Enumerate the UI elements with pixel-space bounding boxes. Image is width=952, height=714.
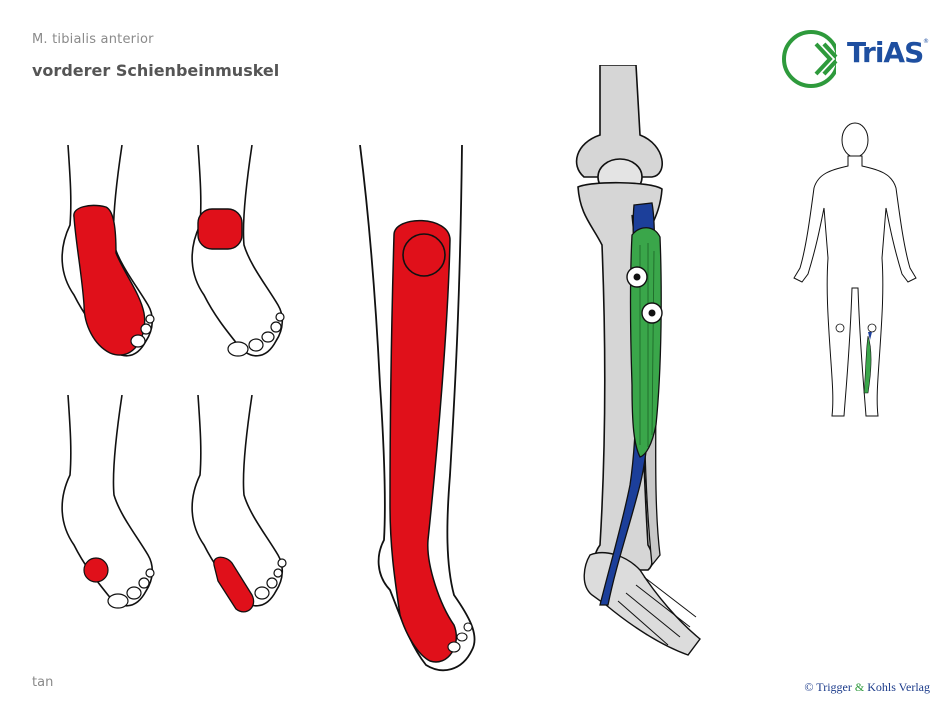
registered-mark: ® — [923, 38, 929, 45]
foot-view-ankle-pain — [191, 145, 285, 357]
logo-wordmark: TriAS — [847, 36, 924, 69]
copyright-ampersand: & — [854, 680, 865, 694]
trias-logo-icon — [782, 30, 850, 88]
leg-skeleton-muscle — [575, 65, 701, 656]
muscle-latin-name: M. tibialis anterior — [32, 32, 154, 47]
foot-view-dorsal-pain — [61, 145, 155, 357]
muscle-code: tan — [32, 675, 54, 690]
muscle-german-name: vorderer Schienbeinmuskel — [32, 61, 280, 80]
copyright-prefix: © Trigger — [804, 680, 855, 694]
copyright-suffix: Kohls Verlag — [864, 680, 930, 694]
foot-view-big-toe-pain — [191, 395, 287, 613]
body-overview-figure — [793, 122, 917, 417]
foot-view-toe-base-pain — [61, 395, 155, 609]
leg-referred-pain-area — [359, 145, 476, 672]
copyright-notice: © Trigger & Kohls Verlag — [804, 680, 930, 695]
trias-logo: TriAS ® — [780, 28, 930, 90]
